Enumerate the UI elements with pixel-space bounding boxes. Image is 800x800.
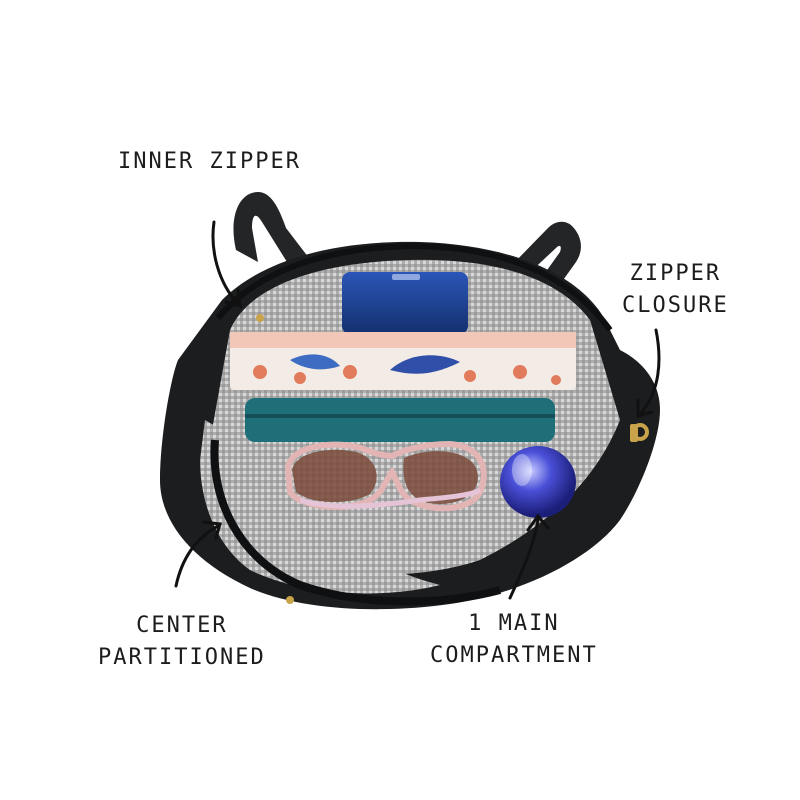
left-handle	[233, 192, 312, 270]
sunglasses	[284, 440, 487, 512]
callout-center-partitioned: CENTER PARTITIONED	[98, 610, 266, 674]
callout-line: COMPARTMENT	[430, 643, 598, 668]
arrow-icon	[508, 513, 550, 600]
arrow-icon	[211, 220, 242, 309]
callout-line: CENTER	[136, 613, 228, 638]
callout-main-compartment: 1 MAIN COMPARTMENT	[430, 608, 598, 672]
zipper-pull	[630, 423, 649, 442]
wallet	[245, 398, 555, 442]
arrow-icon	[174, 520, 222, 588]
bottle	[500, 446, 576, 518]
zipper-edge	[215, 242, 613, 332]
callout-line: CLOSURE	[622, 293, 729, 318]
phone-case	[342, 272, 468, 334]
callout-line: PARTITIONED	[98, 645, 266, 670]
arrow-icon	[636, 328, 661, 418]
callout-line: INNER ZIPPER	[118, 149, 301, 174]
callout-zipper-closure: ZIPPER CLOSURE	[622, 258, 729, 322]
callout-inner-zipper: INNER ZIPPER	[118, 146, 301, 178]
callout-line: ZIPPER	[629, 261, 722, 286]
lining-front	[200, 420, 440, 594]
callout-line: 1 MAIN	[468, 611, 560, 636]
